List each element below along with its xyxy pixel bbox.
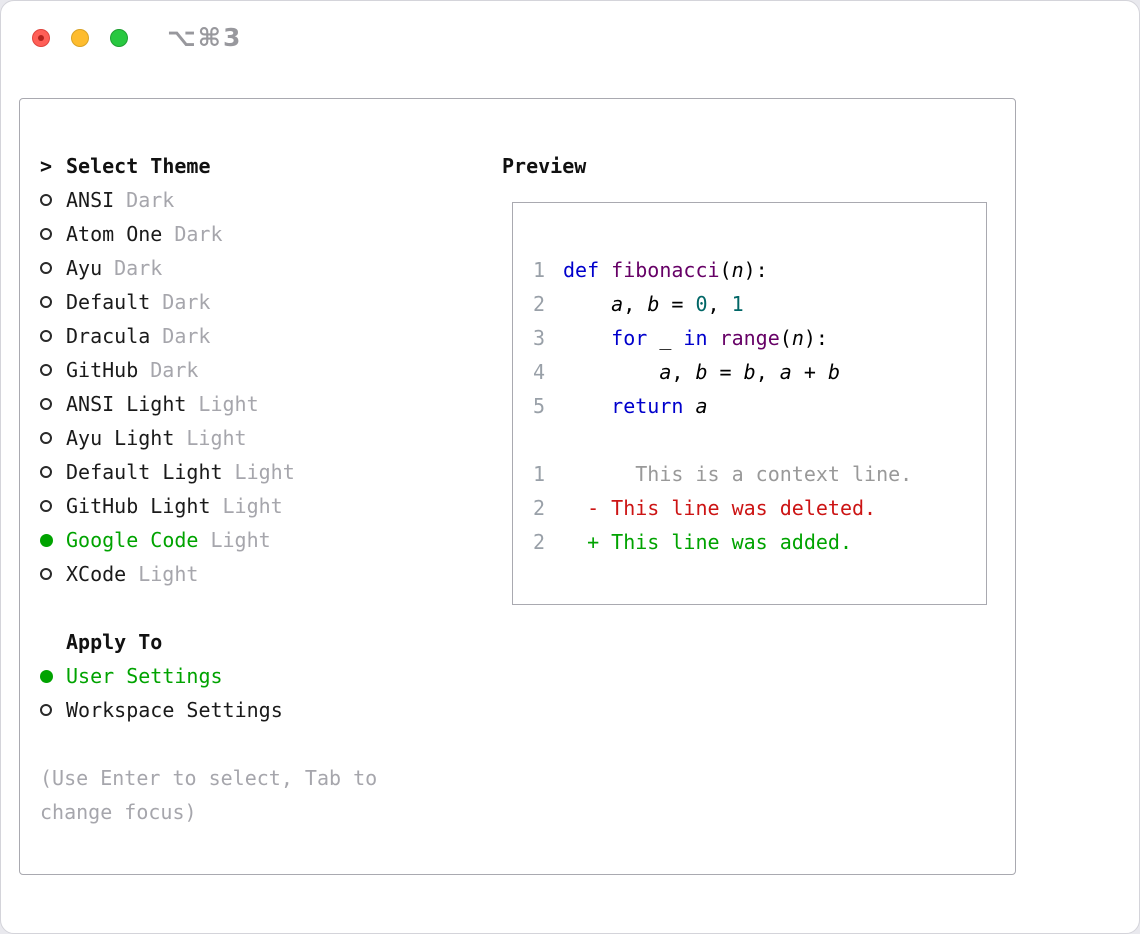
traffic-lights (32, 29, 128, 47)
diff-preview: 1 This is a context line.2 - This line w… (533, 457, 968, 559)
code-line-text: for _ in range(n): (611, 326, 828, 350)
select-theme-header: > Select Theme (40, 149, 480, 183)
code-line-text: def fibonacci(n): (563, 258, 768, 282)
theme-name: GitHub (66, 358, 139, 382)
theme-name: ANSI Light (66, 392, 187, 416)
theme-name: Ayu (66, 256, 103, 280)
radio-selected-icon (40, 669, 66, 683)
theme-variant-label: Dark (174, 222, 223, 246)
radio-icon (40, 262, 66, 274)
radio-icon (40, 296, 66, 308)
radio-icon (40, 398, 66, 410)
theme-name: Default (66, 290, 151, 314)
theme-variant-label: Dark (162, 324, 211, 348)
code-line: 3 for _ in range(n): (533, 321, 968, 355)
theme-name: Default Light (66, 460, 223, 484)
theme-variant-label: Dark (162, 290, 211, 314)
line-number: 2 (533, 292, 546, 316)
theme-name: XCode (66, 562, 127, 586)
code-line: 5 return a (533, 389, 968, 423)
theme-name: Google Code (66, 528, 199, 552)
line-number: 2 (533, 496, 546, 520)
theme-variant-label: Light (222, 494, 283, 518)
code-line-text: a, b = b, a + b (659, 360, 840, 384)
line-number: 1 (533, 462, 546, 486)
theme-name: ANSI (66, 188, 115, 212)
theme-variant-label: Light (186, 426, 247, 450)
minimize-button-icon[interactable] (71, 29, 89, 47)
radio-icon (40, 568, 66, 580)
radio-icon (40, 500, 66, 512)
theme-option[interactable]: Dracula Dark (40, 319, 480, 353)
theme-option[interactable]: Google Code Light (40, 523, 480, 557)
theme-variant-label: Dark (114, 256, 163, 280)
theme-option[interactable]: GitHub Dark (40, 353, 480, 387)
radio-icon (40, 194, 66, 206)
theme-variant-label: Light (234, 460, 295, 484)
theme-variant-label: Light (198, 392, 259, 416)
line-number: 4 (533, 360, 546, 384)
radio-icon (40, 432, 66, 444)
code-line-text: This is a context line. (563, 462, 913, 486)
theme-option[interactable]: Default Light Light (40, 455, 480, 489)
code-line: 4 a, b = b, a + b (533, 355, 968, 389)
code-line-text: + This line was added. (563, 530, 852, 554)
radio-icon (40, 330, 66, 342)
apply-to-header: Apply To (40, 625, 480, 659)
line-number: 2 (533, 530, 546, 554)
theme-option[interactable]: XCode Light (40, 557, 480, 591)
window-title: ⌥⌘3 (167, 23, 243, 52)
preview-title: Preview (502, 154, 587, 178)
apply-option-label: Workspace Settings (66, 698, 283, 722)
theme-name: Dracula (66, 324, 151, 348)
theme-option[interactable]: ANSI Dark (40, 183, 480, 217)
radio-icon (40, 228, 66, 240)
hint-text: (Use Enter to select, Tab to change focu… (40, 766, 378, 824)
theme-option[interactable]: ANSI Light Light (40, 387, 480, 421)
apply-option-label: User Settings (66, 664, 223, 688)
apply-to-option[interactable]: User Settings (40, 659, 480, 693)
diff-line: 2 + This line was added. (533, 525, 968, 559)
close-button-icon[interactable] (32, 29, 50, 47)
code-line-text: return a (611, 394, 708, 418)
theme-option[interactable]: Ayu Light Light (40, 421, 480, 455)
theme-variant-label: Light (138, 562, 199, 586)
theme-variant-label: Dark (126, 188, 175, 212)
diff-line: 2 - This line was deleted. (533, 491, 968, 525)
theme-option[interactable]: Default Dark (40, 285, 480, 319)
theme-option[interactable]: GitHub Light Light (40, 489, 480, 523)
theme-name: Ayu Light (66, 426, 175, 450)
diff-line: 1 This is a context line. (533, 457, 968, 491)
code-line: 2 a, b = 0, 1 (533, 287, 968, 321)
code-line-text: - This line was deleted. (563, 496, 877, 520)
radio-icon (40, 704, 66, 716)
radio-selected-icon (40, 533, 66, 547)
radio-icon (40, 466, 66, 478)
code-line-text: a, b = 0, 1 (611, 292, 744, 316)
theme-variant-label: Light (210, 528, 271, 552)
theme-option[interactable]: Ayu Dark (40, 251, 480, 285)
code-line: 1 def fibonacci(n): (533, 253, 968, 287)
line-number: 3 (533, 326, 546, 350)
line-number: 5 (533, 394, 546, 418)
theme-option[interactable]: Atom One Dark (40, 217, 480, 251)
radio-icon (40, 364, 66, 376)
theme-variant-label: Dark (150, 358, 199, 382)
theme-name: Atom One (66, 222, 163, 246)
apply-to-option[interactable]: Workspace Settings (40, 693, 480, 727)
apply-to-title: Apply To (66, 630, 163, 654)
zoom-button-icon[interactable] (110, 29, 128, 47)
selection-caret-icon: > (40, 154, 53, 178)
line-number: 1 (533, 258, 546, 282)
select-theme-title: Select Theme (66, 154, 211, 178)
theme-name: GitHub Light (66, 494, 211, 518)
